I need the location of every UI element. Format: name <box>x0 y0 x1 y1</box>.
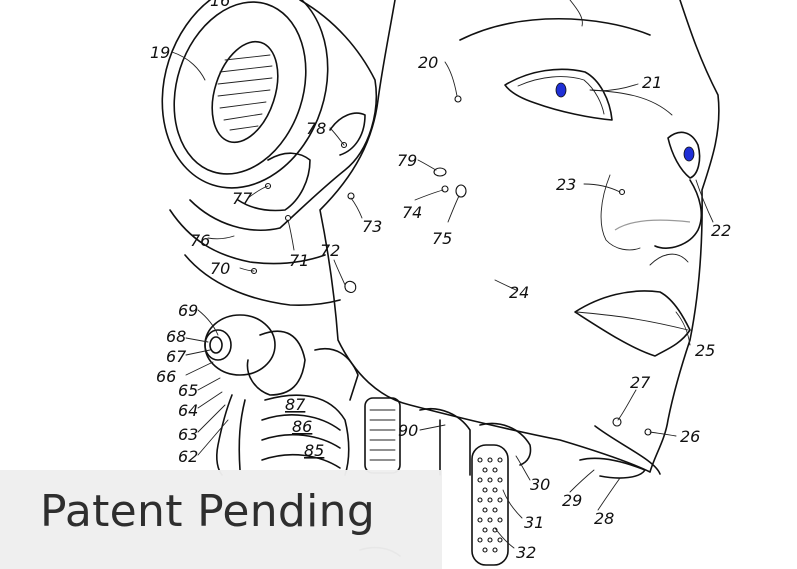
ref-32: 32 <box>516 543 536 562</box>
leader-lines <box>171 51 714 549</box>
ref-29: 29 <box>562 491 582 510</box>
reference-numerals: 16 19 20 21 22 23 24 25 26 27 28 29 30 3… <box>150 0 731 562</box>
ref-22: 22 <box>711 221 731 240</box>
ref-73: 73 <box>362 217 382 236</box>
ref-19: 19 <box>150 43 170 62</box>
ref-16: 16 <box>210 0 230 10</box>
ref-76: 76 <box>190 231 210 250</box>
ref-69: 69 <box>178 301 198 320</box>
ref-31: 31 <box>524 513 544 532</box>
ref-86: 86 <box>292 417 312 436</box>
left-eye <box>555 82 567 98</box>
ref-27: 27 <box>630 373 651 392</box>
head-outline <box>319 0 720 475</box>
ref-74: 74 <box>402 203 422 222</box>
right-eye <box>683 146 695 162</box>
ref-78: 78 <box>306 119 326 138</box>
ref-28: 28 <box>594 509 614 528</box>
ref-23: 23 <box>556 175 576 194</box>
ref-24: 24 <box>509 283 529 302</box>
ref-30: 30 <box>530 475 550 494</box>
patent-pending-banner <box>0 470 442 569</box>
ref-25: 25 <box>695 341 715 360</box>
patent-pending-label: Patent Pending <box>40 486 376 537</box>
perforated-tube-dots <box>477 457 503 553</box>
ref-77: 77 <box>232 189 253 208</box>
ref-87: 87 <box>285 395 306 414</box>
ref-62: 62 <box>178 447 198 466</box>
ref-20: 20 <box>418 53 438 72</box>
ref-68: 68 <box>166 327 186 346</box>
ref-71: 71 <box>289 251 309 270</box>
ref-70: 70 <box>210 259 230 278</box>
ref-21: 21 <box>642 73 662 92</box>
ref-90: 90 <box>398 421 418 440</box>
ear-speaker-assembly <box>161 0 378 307</box>
ref-26: 26 <box>680 427 700 446</box>
ref-72: 72 <box>320 241 340 260</box>
ref-79: 79 <box>397 151 417 170</box>
ref-64: 64 <box>178 401 198 420</box>
ref-85: 85 <box>304 441 324 460</box>
ref-63: 63 <box>178 425 198 444</box>
ref-67: 67 <box>166 347 187 366</box>
ref-75: 75 <box>432 229 452 248</box>
ref-65: 65 <box>178 381 198 400</box>
ref-66: 66 <box>156 367 176 386</box>
